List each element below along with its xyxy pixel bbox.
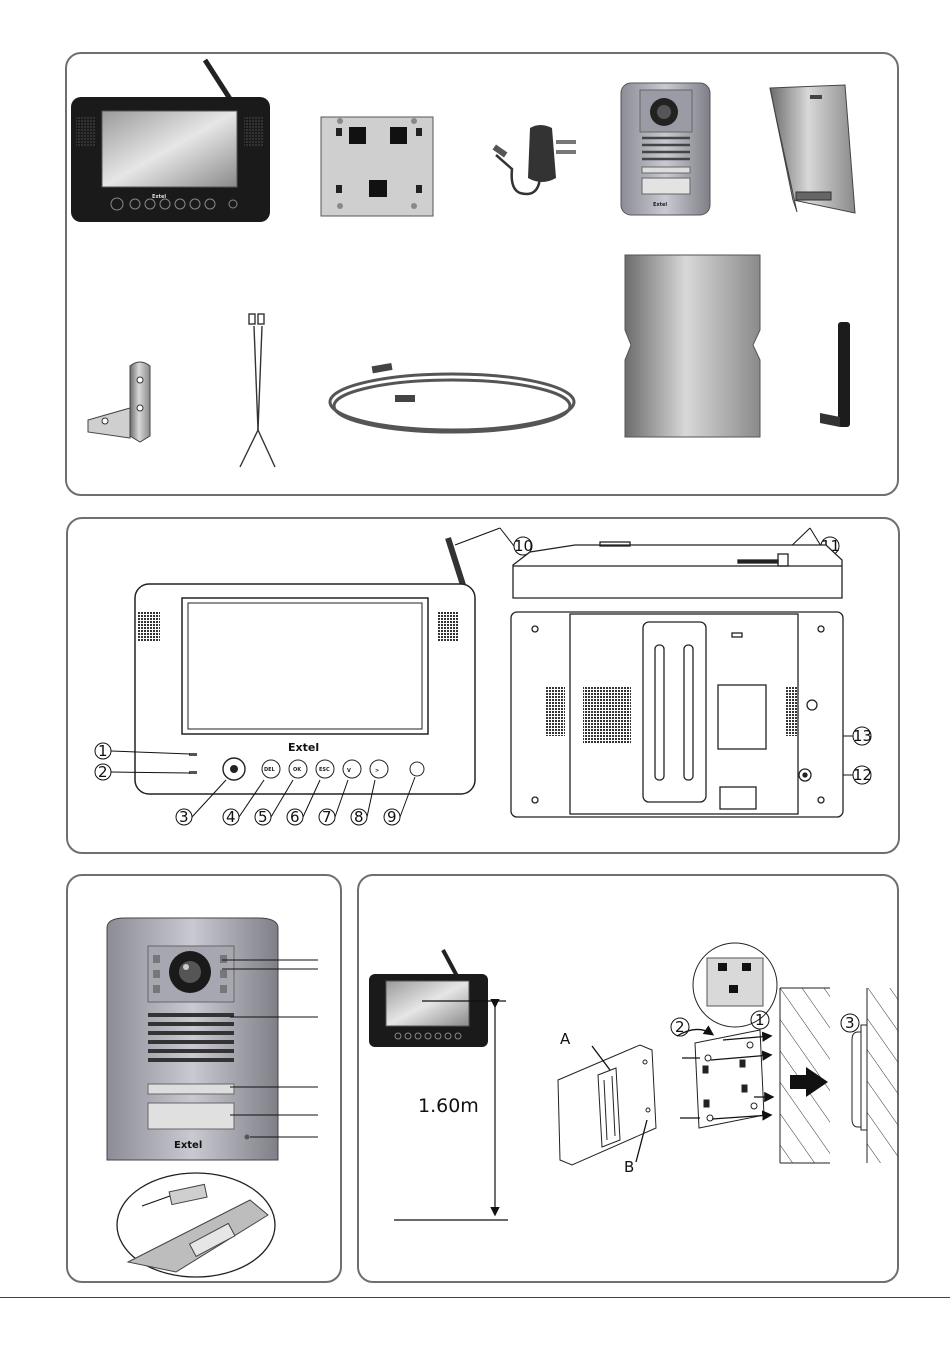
monitor-top-view <box>513 542 842 598</box>
callout-9: 9 <box>387 808 397 826</box>
callout-8: 8 <box>354 808 364 826</box>
wire-item <box>240 314 275 467</box>
door-station-front: Extel <box>107 918 278 1160</box>
label-b: B <box>624 1158 634 1176</box>
rain-hood-item <box>770 85 855 213</box>
monitor-brand: Extel <box>288 741 319 754</box>
monitor-brand-small: Extel <box>152 194 166 200</box>
install-callout-2: 2 <box>675 1018 685 1036</box>
callout-7: 7 <box>322 808 332 826</box>
nameplate-detail <box>117 1173 275 1277</box>
install-plate-drawing <box>695 1030 764 1128</box>
callout-12: 12 <box>853 766 872 784</box>
door-station-brand: Extel <box>174 1140 202 1151</box>
mounting-bracket-drawing <box>558 1045 656 1165</box>
callout-5: 5 <box>258 808 268 826</box>
install-callout-3: 3 <box>845 1014 855 1032</box>
ok-button-label: OK <box>293 767 302 773</box>
wall-plate-item <box>321 117 433 216</box>
callout-13: 13 <box>853 727 872 745</box>
antenna-item <box>820 322 850 427</box>
svg-text:V: V <box>347 768 351 774</box>
power-adapter-item <box>493 125 576 194</box>
label-a: A <box>560 1030 571 1048</box>
height-label: 1.60m <box>418 1095 479 1117</box>
callout-6: 6 <box>290 808 300 826</box>
esc-button-label: ESC <box>319 767 330 773</box>
bracket-item <box>88 362 150 442</box>
callout-4: 4 <box>226 808 236 826</box>
install-wall <box>780 988 898 1163</box>
install-callout-1: 1 <box>755 1011 765 1029</box>
callout-1: 1 <box>98 742 108 760</box>
antenna-cable-item <box>330 363 574 432</box>
door-station-item: Extel <box>621 83 710 215</box>
monitor-item: Extel <box>71 60 270 222</box>
monitor-front: Extel DEL OK ESC V > <box>135 538 475 794</box>
callout-3: 3 <box>179 808 189 826</box>
callout-2: 2 <box>98 763 108 781</box>
door-station-brand-small: Extel <box>653 202 667 208</box>
install-monitor <box>369 950 488 1047</box>
monitor-back-view <box>511 612 843 817</box>
back-cover-item <box>625 255 760 437</box>
del-button-label: DEL <box>264 767 276 773</box>
svg-text:>: > <box>375 768 379 774</box>
